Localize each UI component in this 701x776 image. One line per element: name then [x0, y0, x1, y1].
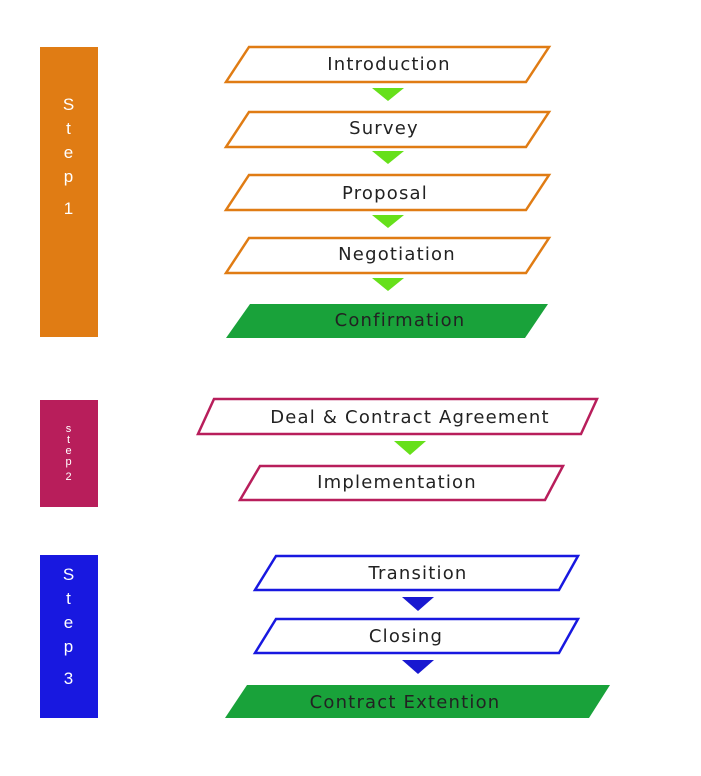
stage-deal-contract-agreement: Deal & Contract Agreement	[196, 397, 599, 436]
stage-label: Introduction	[327, 54, 450, 75]
stage-label: Closing	[369, 626, 443, 647]
step-1-letter: t	[66, 119, 72, 138]
step-3-bar: S t e p 3	[40, 555, 98, 718]
stage-label: Negotiation	[338, 244, 456, 265]
stage-negotiation: Negotiation	[223, 236, 552, 275]
step-3-letter: t	[66, 588, 72, 608]
step-1-bar: S t e p 1	[40, 47, 98, 337]
stage-label: Implementation	[317, 472, 477, 493]
step-1-vertical-label: S t e p 1	[63, 93, 75, 221]
step-2-letter: e	[65, 445, 73, 457]
step-1-number: 1	[63, 199, 75, 218]
stage-label: Confirmation	[335, 310, 466, 331]
step-2-letter: p	[65, 456, 73, 468]
down-arrow	[394, 441, 426, 455]
down-arrow	[372, 151, 404, 164]
down-arrow	[372, 88, 404, 101]
stage-implementation: Implementation	[237, 464, 566, 502]
stage-label: Contract Extention	[310, 692, 501, 713]
stage-label: Survey	[349, 118, 419, 139]
down-arrow	[402, 660, 434, 674]
step-1-letter: p	[63, 167, 75, 186]
step-3-vertical-label: S t e p 3	[63, 563, 75, 691]
stage-contract-extention: Contract Extention	[225, 685, 610, 718]
stage-label: Proposal	[342, 183, 428, 204]
stage-introduction: Introduction	[223, 45, 552, 84]
step-1-letter: e	[63, 143, 75, 162]
step-2-letter: s	[65, 423, 73, 435]
down-arrow	[372, 278, 404, 291]
stage-confirmation: Confirmation	[226, 304, 548, 338]
stage-label: Transition	[367, 563, 467, 584]
step-1-letter: S	[62, 95, 76, 114]
stage-label: Deal & Contract Agreement	[270, 407, 550, 428]
stage-closing: Closing	[252, 617, 581, 655]
step-2-bar: s t e p 2	[40, 400, 98, 507]
stage-transition: Transition	[252, 554, 581, 592]
step-3-number: 3	[63, 668, 75, 688]
step-3-letter: p	[63, 636, 75, 656]
step-2-vertical-label: s t e p 2	[65, 424, 72, 483]
step-2-number: 2	[65, 471, 73, 483]
down-arrow	[402, 597, 434, 611]
down-arrow	[372, 215, 404, 228]
stage-survey: Survey	[223, 110, 552, 149]
step-2-letter: t	[66, 434, 72, 446]
step-3-letter: S	[62, 564, 76, 584]
stage-proposal: Proposal	[223, 173, 552, 212]
step-3-letter: e	[63, 612, 75, 632]
